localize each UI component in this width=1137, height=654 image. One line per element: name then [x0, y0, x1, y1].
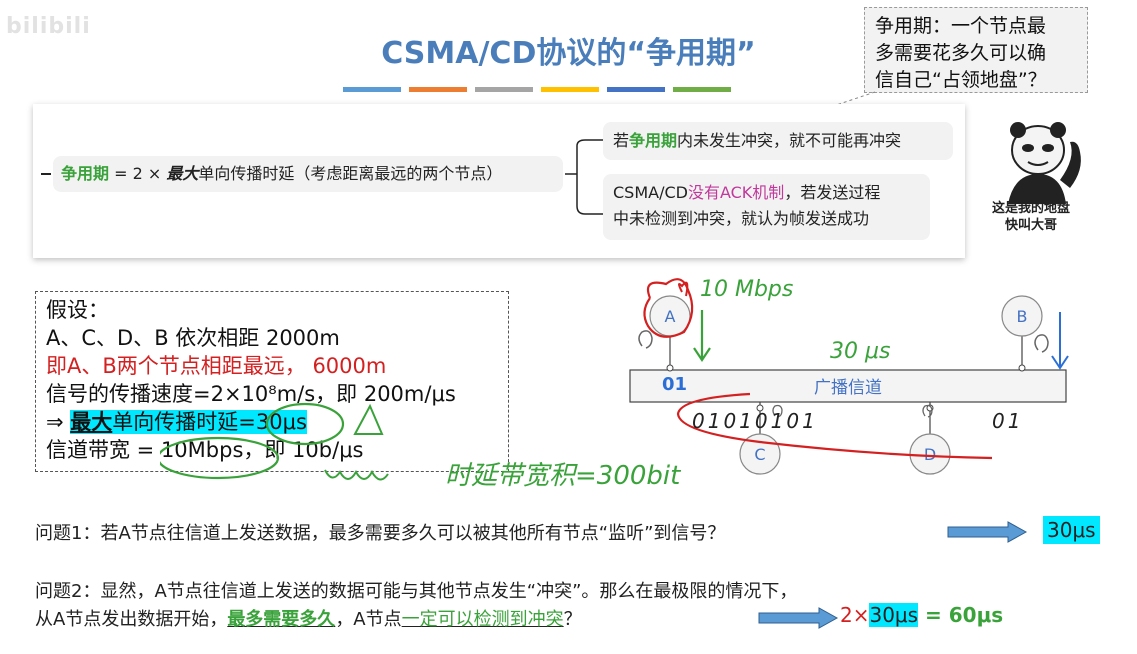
- meme-caption: 这是我的地盘 快叫大哥: [986, 200, 1076, 234]
- title-bar-1: [343, 87, 401, 92]
- term-contention-period: 争用期: [61, 164, 110, 183]
- meme-caption-line-1: 这是我的地盘: [991, 201, 1070, 216]
- node-c-label: C: [754, 445, 765, 464]
- max-delay-text: 单向传播时延=30μs: [112, 410, 307, 434]
- definition-panel: 争用期 = 2 × 最大单向传播时延（考虑距离最远的两个节点） 若争用期内未发生…: [33, 104, 965, 258]
- q2-answer: 2×30μs = 60μs: [840, 603, 1003, 627]
- q2-answer-result: = 60μs: [918, 603, 1004, 627]
- callout-box: 争用期：一个节点最 多需要花多久可以确 信自己“占领地盘”？: [864, 7, 1088, 93]
- node-a-label: A: [665, 307, 676, 326]
- branch1-post: 内未发生冲突，就不可能再冲突: [677, 131, 902, 150]
- node-b: [1001, 295, 1043, 337]
- implies-symbol: ⇒: [46, 410, 71, 434]
- assumption-box: 假设： A、C、D、B 依次相距 2000m 即A、B两个节点相距最远， 600…: [35, 291, 509, 472]
- question-2-line-1: 问题2：显然，A节点往信道上发送的数据可能与其他节点发生“冲突”。那么在最极限的…: [35, 581, 798, 602]
- hw-bits: 01010101: [692, 409, 818, 433]
- assumption-line-4: 信号的传播速度=2×10⁸m/s，即 200m/μs: [46, 382, 456, 406]
- q2-pre: 从A节点发出数据开始，: [35, 609, 228, 630]
- branch2-line2: 中未检测到冲突，就认为帧发送成功: [613, 209, 870, 228]
- q2-arrow-icon: [758, 607, 839, 629]
- hw-left-bits: 01: [662, 374, 687, 395]
- max-word: 最大: [70, 410, 113, 434]
- branch-no-ack: CSMA/CD没有ACK机制，若发送过程 中未检测到冲突，就认为帧发送成功: [603, 174, 930, 240]
- hw-red-circle: [643, 278, 694, 338]
- q2-answer-highlight: 30μs: [869, 603, 919, 627]
- meme-caption-line-2: 快叫大哥: [1004, 218, 1057, 233]
- q1-arrow-icon: [947, 521, 1028, 543]
- title-bar-6: [673, 87, 731, 92]
- hw-blue-arrow: [1051, 312, 1069, 370]
- hw-delay-bandwidth-product: 时延带宽积=300bit: [445, 461, 681, 491]
- ear-icon-b: [1034, 334, 1049, 353]
- broadcast-channel-diagram: 广播信道 A B C D 10 Mbps 30 μs 01 01010101 0…: [629, 277, 1069, 475]
- title-bar-2: [409, 87, 467, 92]
- ear-icon-a: [638, 330, 653, 349]
- hw-green-arrow: [693, 310, 711, 362]
- watermark: bilibili: [6, 14, 91, 39]
- q2-post: ？: [563, 609, 582, 630]
- assumption-line-6: 信道带宽 = 10Mbps，即 10b/μs: [46, 438, 364, 462]
- callout-line-1: 争用期：一个节点最: [875, 15, 1047, 37]
- panda-meme-icon: [1008, 122, 1081, 204]
- q1-answer: 30μs: [1043, 516, 1100, 544]
- ear-icon-d: [922, 404, 933, 418]
- brace-connector: [565, 139, 603, 215]
- assumption-line-1: 假设：: [46, 298, 109, 322]
- branch2-pre: CSMA/CD: [613, 183, 688, 202]
- channel-bar: [629, 369, 1067, 403]
- question-2-line-2: 从A节点发出数据开始，最多需要多久，A节点一定可以检测到冲突？: [35, 605, 582, 631]
- question-1: 问题1：若A节点往信道上发送数据，最多需要多久可以被其他所有节点“监听”到信号？: [35, 523, 726, 544]
- title-bar-3: [475, 87, 533, 92]
- hw-collision-curve: [676, 392, 993, 460]
- hw-rate: 10 Mbps: [700, 277, 793, 302]
- assumption-line-3: 即A、B两个节点相距最远， 6000m: [46, 354, 387, 378]
- slide-title: CSMA/CD协议的“争用期”: [381, 36, 756, 71]
- formula-max: 最大: [166, 164, 199, 183]
- formula-post: 单向传播时延（考虑距离最远的两个节点）: [198, 164, 503, 183]
- node-b-label: B: [1017, 307, 1028, 326]
- branch1-pre: 若: [613, 131, 630, 150]
- ear-icon-c: [772, 404, 783, 418]
- definition-pill: 争用期 = 2 × 最大单向传播时延（考虑距离最远的两个节点）: [53, 156, 563, 192]
- q2-mid: ，A节点: [335, 609, 402, 630]
- channel-label: 广播信道: [814, 378, 882, 398]
- callout-line-3: 信自己“占领地盘”？: [875, 69, 1047, 91]
- formula-pre: = 2 ×: [109, 164, 167, 183]
- branch1-term: 争用期: [629, 131, 678, 150]
- title-bar-4: [541, 87, 599, 92]
- handwriting-annotations: 时延带宽积=300bit: [160, 402, 681, 491]
- hw-delay: 30 μs: [830, 339, 890, 364]
- node-d-label: D: [924, 445, 936, 464]
- branch2-no-ack: 没有ACK机制: [687, 183, 785, 202]
- q2-green-1: 最多需要多久: [227, 609, 336, 630]
- title-bar-5: [607, 87, 665, 92]
- branch2-post: ，若发送过程: [784, 183, 881, 202]
- callout-line-2: 多需要花多久可以确: [875, 42, 1047, 64]
- bullet-dash: [41, 173, 51, 175]
- hw-bits-right: 01: [992, 409, 1023, 433]
- assumption-line-2: A、C、D、B 依次相距 2000m: [46, 326, 340, 350]
- q2-answer-pre: 2×: [840, 603, 870, 627]
- title-color-bars: [343, 87, 731, 92]
- q2-green-2: 一定可以检测到冲突: [401, 609, 564, 630]
- branch-no-collision: 若争用期内未发生冲突，就不可能再冲突: [603, 122, 953, 160]
